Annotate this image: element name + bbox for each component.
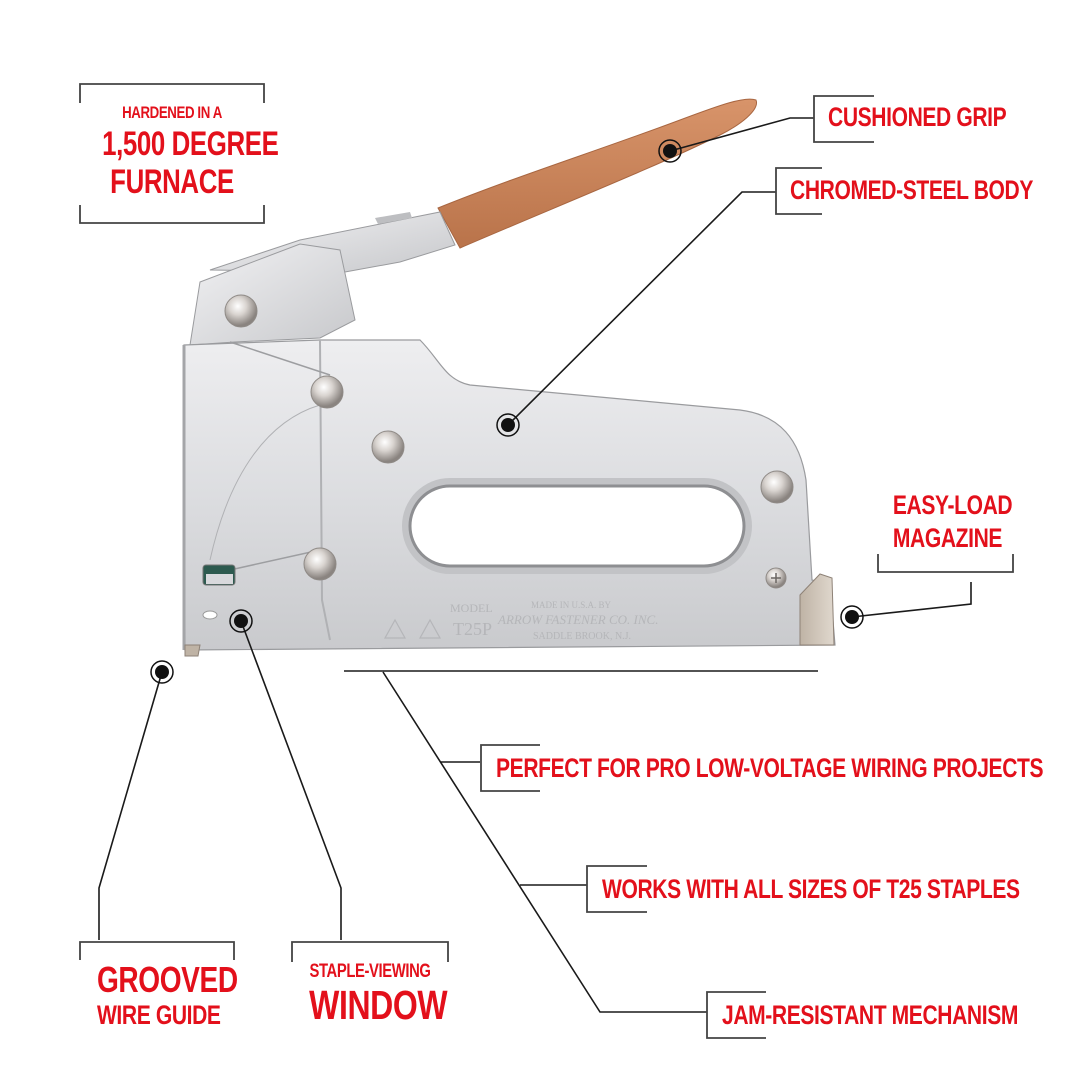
callout-low-voltage-wiring: PERFECT FOR PRO LOW-VOLTAGE WIRING PROJE…	[496, 753, 1044, 783]
svg-text:MODEL: MODEL	[450, 601, 493, 615]
callout-cushioned-grip: CUSHIONED GRIP	[828, 102, 1007, 132]
callout-dot-icon	[229, 609, 253, 633]
callout-dot-icon	[840, 605, 864, 629]
svg-text:T25P: T25P	[453, 619, 492, 639]
eye-hazard-triangle-icon	[383, 618, 407, 639]
cushioned-grip	[437, 98, 757, 249]
handle-opening	[402, 478, 752, 574]
callout-furnace: HARDENED IN A 1,500 DEGREE FURNACE	[80, 103, 279, 201]
svg-text:SADDLE BROOK, N.J.: SADDLE BROOK, N.J.	[533, 631, 631, 642]
imprint: MODEL T25P MADE IN U.S.A. BY ARROW FASTE…	[383, 600, 658, 642]
staple-viewing-window	[202, 564, 236, 620]
callout-t25-staples: WORKS WITH ALL SIZES OF T25 STAPLES	[602, 874, 1020, 904]
magazine-release-tab	[799, 573, 835, 646]
callout-dot-icon	[150, 660, 174, 684]
svg-text:ARROW FASTENER CO. INC.: ARROW FASTENER CO. INC.	[497, 612, 658, 627]
callout-staple-viewing-window: STAPLE-VIEWING WINDOW	[309, 961, 448, 1028]
callout-easy-load-magazine: EASY-LOAD MAGAZINE	[892, 490, 1013, 553]
connector-lines	[98, 117, 972, 1013]
furnace-line2: 1,500 DEGREE	[102, 125, 279, 163]
warning-triangle-icon	[418, 618, 442, 639]
furnace-line3: FURNACE	[110, 163, 234, 201]
callout-grooved-wire-guide: GROOVED WIRE GUIDE	[96, 959, 238, 1030]
callout-markers	[150, 139, 864, 684]
callout-jam-resistant: JAM-RESISTANT MECHANISM	[722, 1000, 1019, 1030]
furnace-line1: HARDENED IN A	[122, 103, 222, 122]
rivets	[224, 294, 794, 589]
callout-dot-icon	[658, 139, 682, 163]
callout-dot-icon	[496, 413, 520, 437]
label-brackets	[79, 83, 1014, 1039]
svg-text:MADE IN U.S.A. BY: MADE IN U.S.A. BY	[531, 600, 612, 610]
callout-chromed-steel-body: CHROMED-STEEL BODY	[790, 175, 1033, 205]
